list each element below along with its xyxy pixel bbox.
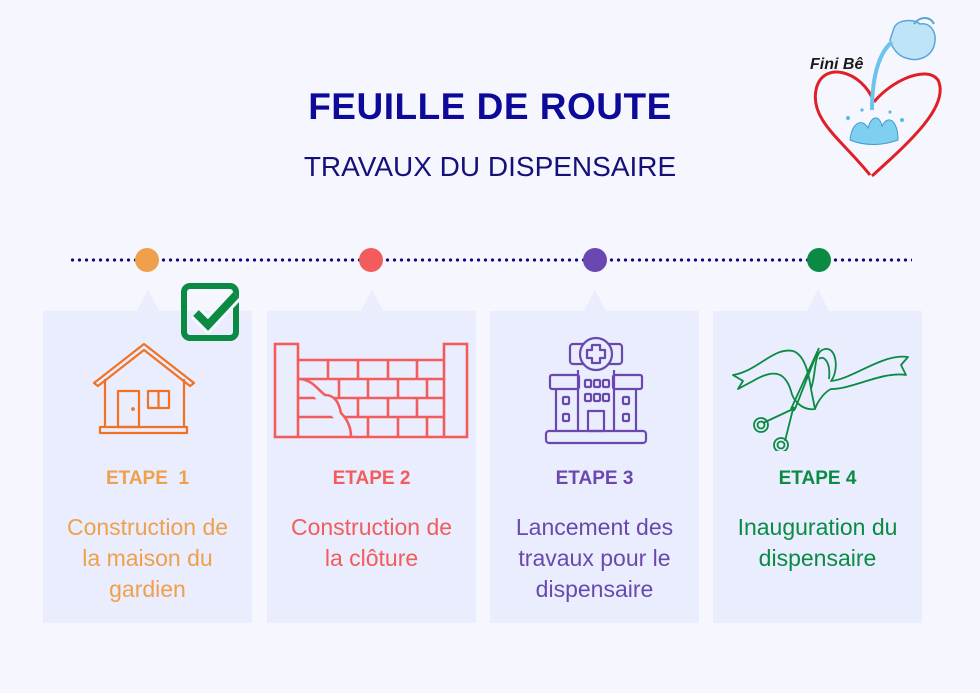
step-label: ETAPE 4 — [778, 468, 857, 489]
step-label: ETAPE 3 — [555, 468, 634, 489]
page-subtitle: TRAVAUX DU DISPENSAIRE — [303, 151, 677, 182]
step-description: Lancement des travaux pour le dispensair… — [515, 514, 674, 602]
page-title: FEUILLE DE ROUTE — [308, 86, 672, 127]
completed-checkmark-icon — [181, 283, 242, 341]
step-description: Construction de la clôture — [290, 514, 453, 571]
house-icon — [92, 342, 196, 435]
timeline-dot-step-3 — [583, 248, 607, 272]
step-description: Construction de la maison du gardien — [66, 514, 229, 602]
step-description: Inauguration du dispensaire — [737, 514, 898, 571]
card-pointer — [583, 289, 606, 311]
card-pointer — [806, 289, 829, 311]
timeline-dot-step-4 — [807, 248, 831, 272]
step-label: ETAPE 2 — [332, 468, 411, 489]
ribbon-cutting-icon — [732, 347, 909, 451]
fini-be-logo-icon — [813, 17, 942, 178]
timeline-line — [69, 258, 912, 262]
step-card-1: ETAPE 1 Construction de la maison du gar… — [43, 289, 252, 623]
timeline-dot-step-2 — [359, 248, 383, 272]
logo-text: Fini Bê — [810, 56, 864, 73]
step-label: ETAPE 1 — [105, 468, 190, 489]
step-card-4: ETAPE 4 Inauguration du dispensaire — [713, 289, 922, 623]
hospital-icon — [544, 336, 648, 445]
timeline-dot-step-1 — [135, 248, 159, 272]
card-pointer — [136, 289, 159, 311]
step-card-2: ETAPE 2 Construction de la clôture — [267, 289, 476, 623]
step-card-3: ETAPE 3 Lancement des travaux pour le di… — [490, 289, 699, 623]
brick-wall-icon — [273, 342, 469, 439]
card-pointer — [360, 289, 383, 311]
